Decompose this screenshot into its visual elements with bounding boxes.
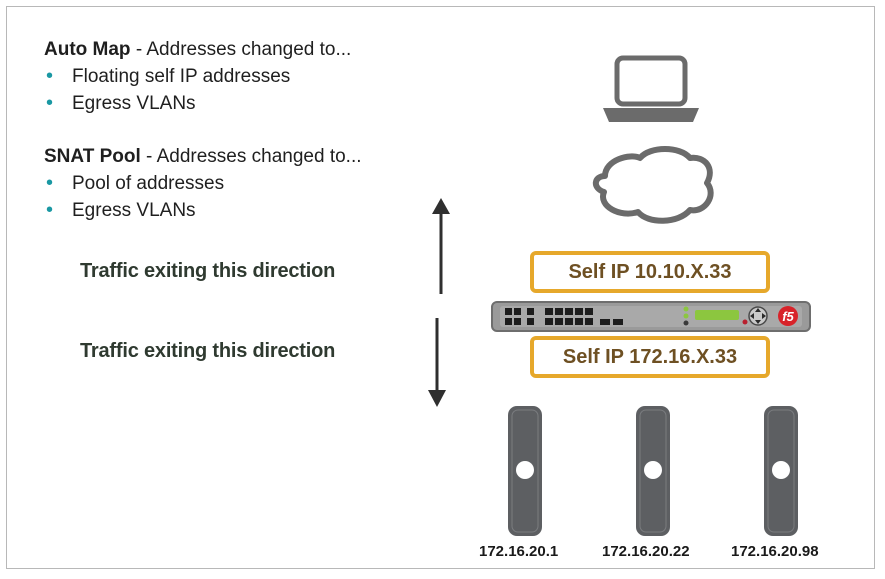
selfip-external-box: Self IP 10.10.X.33 <box>530 251 770 293</box>
diagram-frame <box>6 6 875 569</box>
snatpool-subtitle: - Addresses changed to... <box>140 146 362 167</box>
f5-logo: f5 <box>782 309 794 324</box>
up-arrow-icon <box>432 198 450 294</box>
server-icon <box>764 406 798 536</box>
selfip-external-label: Self IP 10.10.X.33 <box>568 260 732 283</box>
laptop-icon <box>603 55 699 122</box>
snatpool-bullet: Egress VLANs <box>44 197 362 224</box>
automap-title: Auto Map <box>44 39 131 60</box>
automap-section: Auto Map - Addresses changed to... Float… <box>44 36 351 117</box>
snatpool-title: SNAT Pool <box>44 146 141 167</box>
automap-bullet: Egress VLANs <box>44 90 351 117</box>
down-arrow-icon <box>428 318 446 407</box>
server-ip-label: 172.16.20.1 <box>479 543 559 560</box>
snatpool-bullet: Pool of addresses <box>44 170 362 197</box>
selfip-internal-label: Self IP 172.16.X.33 <box>562 345 738 368</box>
server-icon <box>508 406 542 536</box>
server-icon <box>636 406 670 536</box>
cloud-icon <box>592 146 714 224</box>
server-ip-label: 172.16.20.22 <box>602 543 690 560</box>
automap-bullet: Floating self IP addresses <box>44 63 351 90</box>
server-ip-label: 172.16.20.98 <box>731 543 819 560</box>
traffic-up-label: Traffic exiting this direction <box>80 260 336 282</box>
selfip-internal-box: Self IP 172.16.X.33 <box>530 336 770 378</box>
bigip-device: f5 <box>491 301 811 332</box>
snatpool-section: SNAT Pool - Addresses changed to... Pool… <box>44 143 362 224</box>
automap-subtitle: - Addresses changed to... <box>130 39 352 60</box>
traffic-down-label: Traffic exiting this direction <box>80 340 336 362</box>
